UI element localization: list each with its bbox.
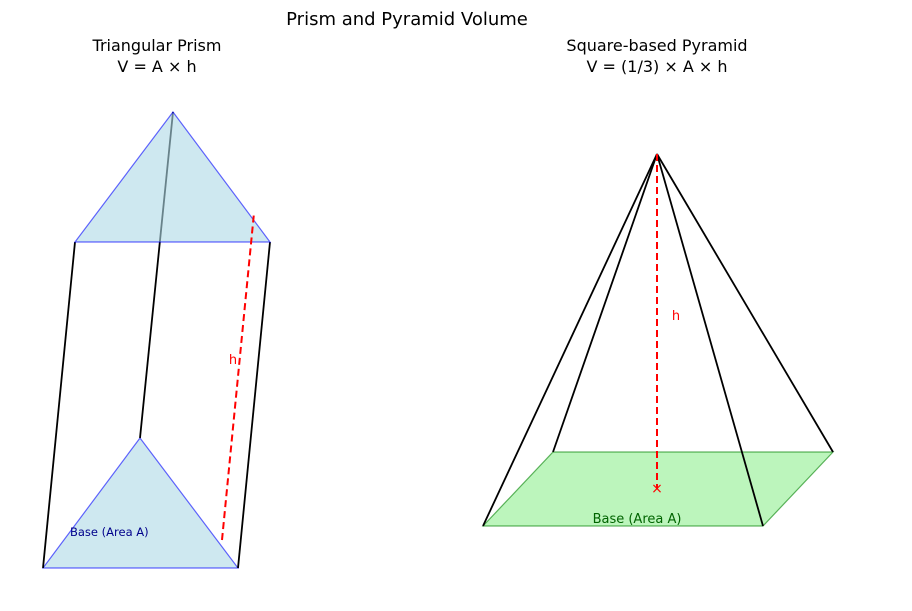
prism-diagram: Triangular Prism V = A × h h Base (Area … [41, 36, 272, 569]
pyramid-diagram: Square-based Pyramid V = (1/3) × A × h ×… [481, 36, 835, 527]
pyramid-edge-front-left [482, 153, 658, 527]
pyramid-height-foot-marker: × [651, 481, 663, 497]
pyramid-height-label: h [672, 309, 680, 324]
prism-height-line [221, 212, 255, 541]
prism-title: Triangular Prism [92, 36, 222, 55]
pyramid-formula: V = (1/3) × A × h [587, 57, 728, 76]
figure-title: Prism and Pyramid Volume [286, 9, 528, 30]
pyramid-edge-front-right [656, 153, 764, 527]
pyramid-edge-back-right [656, 153, 834, 453]
prism-formula: V = A × h [117, 57, 196, 76]
pyramid-base-label: Base (Area A) [593, 512, 682, 527]
pyramid-edge-back-left [552, 153, 658, 453]
prism-height-label: h [229, 353, 237, 368]
pyramid-title: Square-based Pyramid [566, 36, 747, 55]
prism-top-base [73, 110, 272, 243]
prism-lateral-edge-left [42, 241, 76, 569]
prism-lateral-edge-right [237, 241, 271, 569]
prism-bottom-base [41, 436, 240, 569]
prism-base-label: Base (Area A) [70, 525, 149, 539]
